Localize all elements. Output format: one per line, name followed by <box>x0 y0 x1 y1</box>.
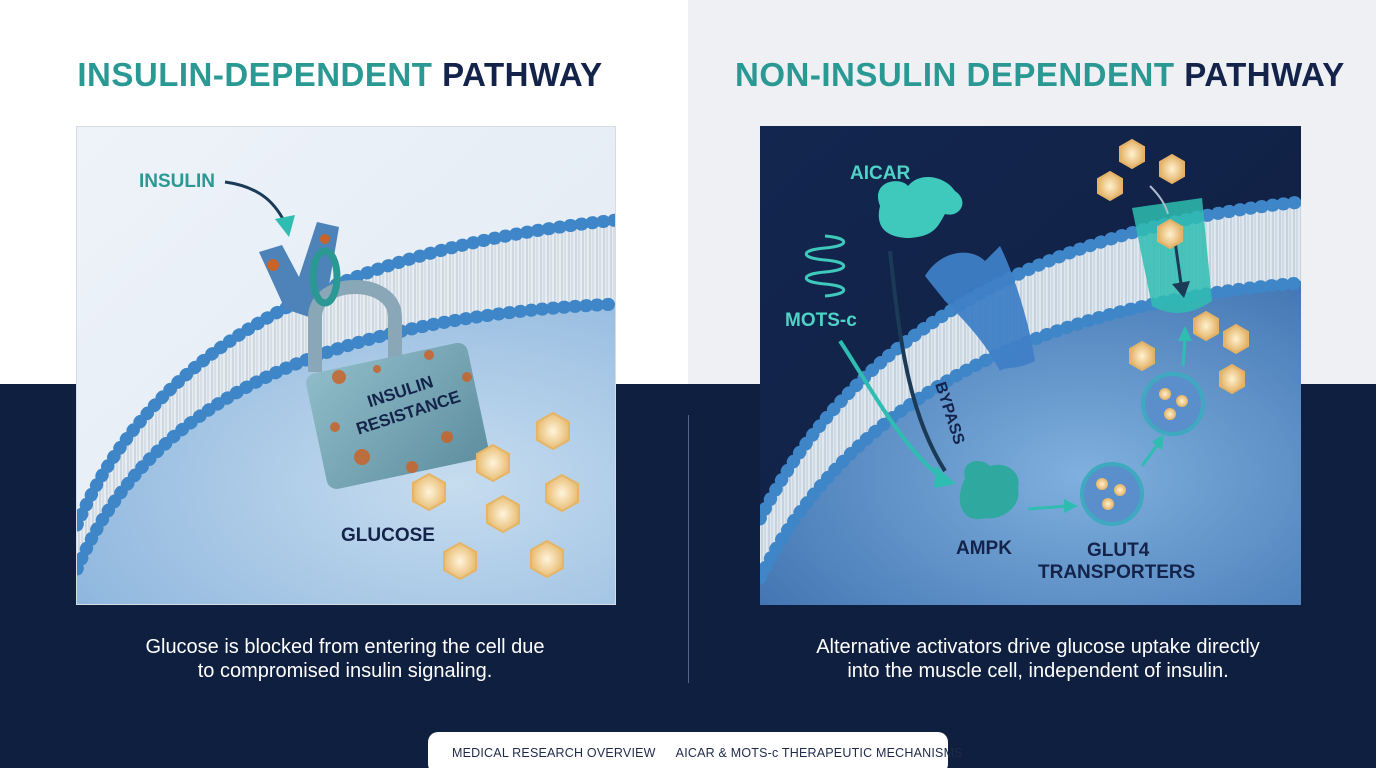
mots-c-label: MOTS-c <box>785 310 857 331</box>
glucose-molecule <box>531 541 563 577</box>
glut4-vesicle <box>1082 464 1142 524</box>
glut4-label-line1: GLUT4 <box>1087 540 1150 561</box>
glucose-molecule <box>537 413 569 449</box>
footer-left-text: MEDICAL RESEARCH OVERVIEW <box>452 746 656 760</box>
left-caption-line1: Glucose is blocked from entering the cel… <box>90 635 600 659</box>
footer-banner: MEDICAL RESEARCH OVERVIEW AICAR & MOTS-c… <box>428 732 948 768</box>
glucose-molecule <box>1194 312 1218 340</box>
right-title-dark: PATHWAY <box>1184 56 1345 93</box>
insulin-dependent-illustration: INSULIN RESISTANCE INSULIN GLUCOSE <box>77 127 616 605</box>
glucose-label: GLUCOSE <box>341 525 435 546</box>
center-divider <box>688 415 689 683</box>
glut4-vesicle <box>1143 374 1203 434</box>
insulin-label: INSULIN <box>139 171 215 192</box>
ampk-enzyme <box>960 461 1019 519</box>
aicar-label: AICAR <box>850 163 910 184</box>
right-pathway-title: NON-INSULIN DEPENDENT PATHWAY <box>735 56 1330 96</box>
glut4-label-line2: TRANSPORTERS <box>1038 562 1195 583</box>
insulin-dependent-panel: INSULIN RESISTANCE INSULIN GLUCOSE <box>76 126 616 605</box>
glucose-molecule <box>487 496 519 532</box>
non-insulin-dependent-illustration: AICAR MOTS-c BYPASS AMPK GLUT4 TRANSPORT… <box>760 126 1301 605</box>
left-title-accent: INSULIN-DEPENDENT <box>77 56 432 93</box>
left-pathway-title: INSULIN-DEPENDENT PATHWAY <box>60 56 620 96</box>
non-insulin-dependent-panel: AICAR MOTS-c BYPASS AMPK GLUT4 TRANSPORT… <box>760 126 1301 605</box>
left-title-dark: PATHWAY <box>442 56 603 93</box>
ampk-label: AMPK <box>956 538 1012 559</box>
footer-right-text: AICAR & MOTS-c THERAPEUTIC MECHANISMS <box>676 746 963 760</box>
left-caption-line2: to compromised insulin signaling. <box>90 659 600 683</box>
glucose-molecule <box>477 445 509 481</box>
right-caption-line1: Alternative activators drive glucose upt… <box>760 635 1316 659</box>
right-title-accent: NON-INSULIN DEPENDENT <box>735 56 1175 93</box>
glucose-molecule <box>1098 172 1122 200</box>
receptor-rust <box>267 259 279 271</box>
glucose-molecule <box>1224 325 1248 353</box>
glucose-molecule <box>1220 365 1244 393</box>
right-caption-line2: into the muscle cell, independent of ins… <box>760 659 1316 683</box>
right-caption: Alternative activators drive glucose upt… <box>760 635 1316 683</box>
glucose-molecule <box>546 475 578 511</box>
glucose-molecule <box>413 474 445 510</box>
glucose-molecule <box>1120 140 1144 168</box>
glucose-molecule <box>1158 220 1182 248</box>
glucose-molecule <box>444 543 476 579</box>
left-caption: Glucose is blocked from entering the cel… <box>90 635 600 683</box>
glucose-molecule <box>1130 342 1154 370</box>
glucose-molecule <box>1160 155 1184 183</box>
